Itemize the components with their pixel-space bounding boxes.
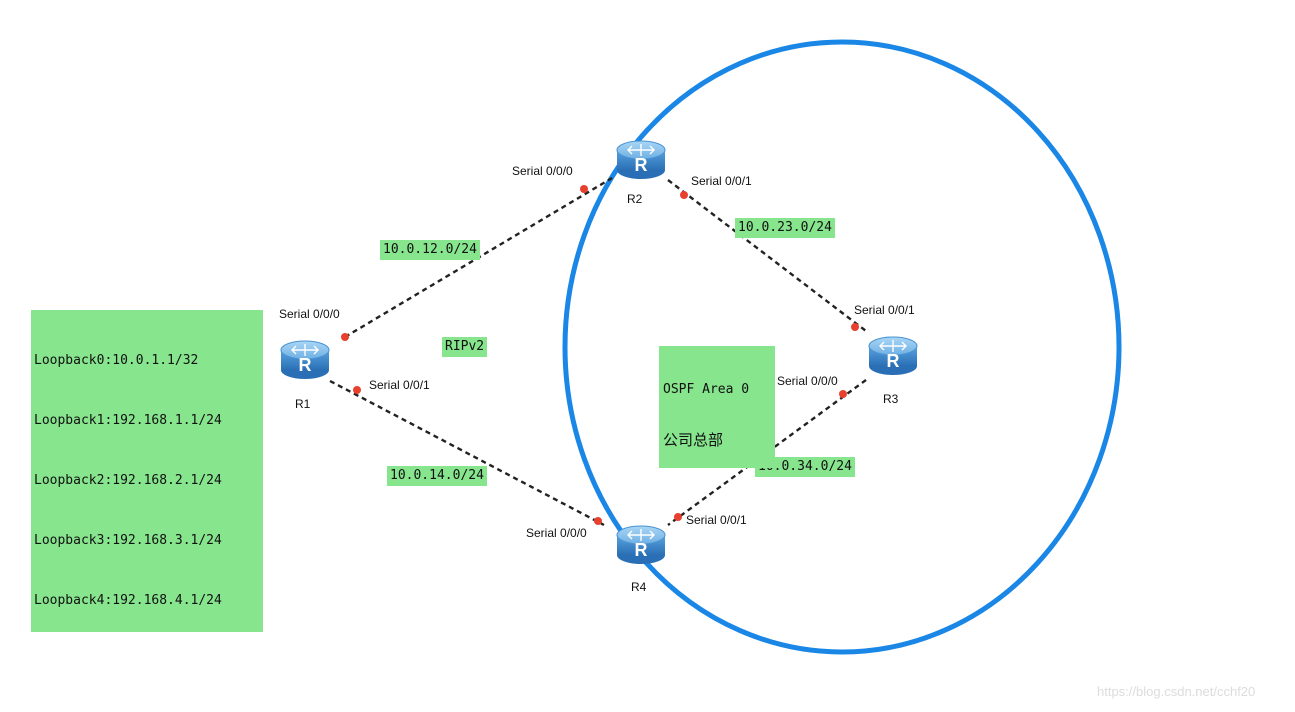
router-label-r2: R2 [627, 192, 643, 206]
router-r1[interactable] [280, 340, 330, 380]
router-icon [616, 525, 666, 565]
endpoint-dot [839, 390, 847, 398]
router-r4[interactable] [616, 525, 666, 565]
watermark: https://blog.csdn.net/cchf20 [1097, 684, 1256, 699]
endpoint-dot [594, 517, 602, 525]
router-icon [868, 336, 918, 376]
interface-label-r3-s000: Serial 0/0/0 [777, 374, 838, 388]
link-r2-r3 [667, 179, 867, 332]
network-label-r2-r3: 10.0.23.0/24 [735, 218, 835, 238]
interface-label-r4-s001: Serial 0/0/1 [686, 513, 747, 527]
ospf-area-label: OSPF Area 0 公司总部 [659, 346, 775, 468]
interface-label-r2-s000: Serial 0/0/0 [512, 164, 573, 178]
network-label-r3-r4: 10.0.34.0/24 [755, 457, 855, 477]
rip-label: RIPv2 [442, 337, 488, 357]
router-r2[interactable] [616, 140, 666, 180]
router-label-r1: R1 [295, 397, 311, 411]
network-label-r1-r2: 10.0.12.0/24 [380, 240, 480, 260]
loopback-item: Loopback3:192.168.3.1/24 [34, 533, 222, 548]
router-label-r4: R4 [631, 580, 647, 594]
interface-label-r4-s000: Serial 0/0/0 [526, 526, 587, 540]
ospf-area-subtitle: 公司总部 [663, 431, 724, 449]
interface-label-r1-s001: Serial 0/0/1 [369, 378, 430, 392]
endpoint-dot [680, 191, 688, 199]
link-r3-r4 [667, 379, 867, 526]
loopback-item: Loopback0:10.0.1.1/32 [34, 353, 199, 368]
ospf-area-title: OSPF Area 0 [663, 382, 750, 397]
interface-label-r3-s001: Serial 0/0/1 [854, 303, 915, 317]
network-label-r1-r4: 10.0.14.0/24 [387, 466, 487, 486]
loopback-item: Loopback1:192.168.1.1/24 [34, 413, 222, 428]
router-label-r3: R3 [883, 392, 899, 406]
router-icon [616, 140, 666, 180]
endpoint-dot [851, 323, 859, 331]
ospf-area-ring [562, 39, 1122, 655]
endpoint-dot [341, 333, 349, 341]
interface-label-r2-s001: Serial 0/0/1 [691, 174, 752, 188]
link-r1-r4 [329, 379, 605, 527]
router-r3[interactable] [868, 336, 918, 376]
loopback-list: Loopback0:10.0.1.1/32 Loopback1:192.168.… [31, 310, 263, 632]
interface-label-r1-s000: Serial 0/0/0 [279, 307, 340, 321]
endpoint-dot [580, 185, 588, 193]
router-icon [280, 340, 330, 380]
endpoint-dot [674, 513, 682, 521]
loopback-item: Loopback4:192.168.4.1/24 [34, 593, 222, 608]
endpoint-dot [353, 386, 361, 394]
loopback-item: Loopback2:192.168.2.1/24 [34, 473, 222, 488]
